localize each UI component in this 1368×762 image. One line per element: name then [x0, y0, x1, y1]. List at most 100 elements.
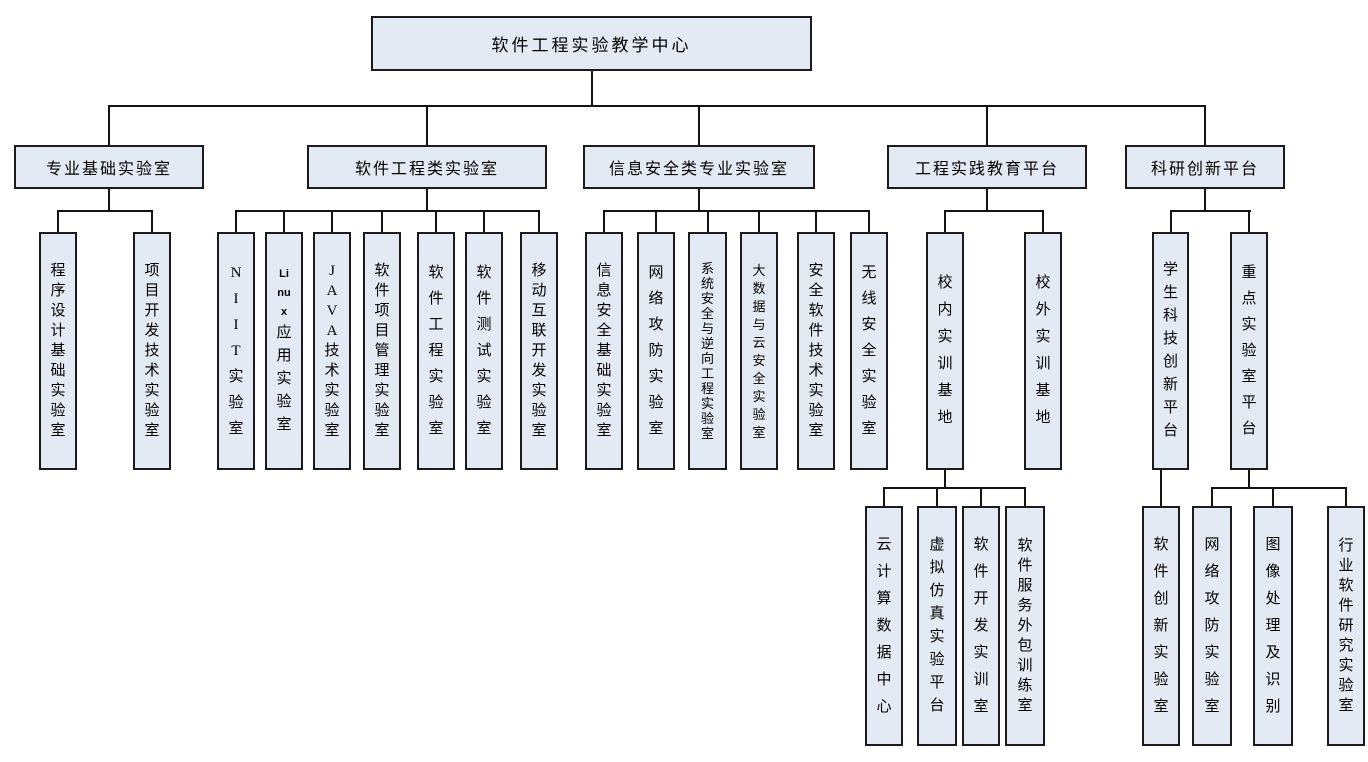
node-label-glyph: 创 — [1162, 354, 1178, 370]
node-security-software-lab: 安全软件技术实验室 — [797, 232, 835, 470]
node-wireless-security-lab: 无线安全实验室 — [850, 232, 888, 470]
node-label-glyph: 术 — [144, 362, 160, 379]
node-label-glyph: 图 — [1265, 536, 1281, 553]
node-label-glyph: 新 — [1153, 617, 1169, 634]
node-label-glyph: 包 — [1017, 637, 1033, 654]
node-label-glyph: 创 — [1153, 590, 1169, 607]
node-label-glyph: 像 — [1265, 563, 1281, 580]
node-label-glyph: 件 — [1338, 597, 1354, 614]
connector-line — [1170, 210, 1251, 212]
node-label-glyph: 据 — [876, 644, 892, 661]
node-label-glyph: 发 — [973, 617, 989, 634]
connector-line — [1272, 487, 1274, 506]
node-label-glyph: 信 — [596, 262, 612, 279]
node-label-glyph: 室 — [1153, 698, 1169, 715]
node-off-campus-training-base: 校外实训基地 — [1024, 232, 1062, 470]
node-label-glyph: 理 — [374, 362, 390, 379]
node-bigdata-cloud-security-lab: 大数据与云安全实验室 — [740, 232, 778, 470]
node-label: 工程实践教育平台 — [914, 161, 1059, 178]
node-project-dev-lab: 项目开发技术实验室 — [133, 232, 171, 470]
node-label-glyph: nu — [277, 287, 291, 299]
node-label-glyph: 室 — [531, 422, 547, 439]
node-label-glyph: 心 — [876, 698, 892, 715]
connector-line — [426, 189, 428, 210]
node-label-glyph: T — [231, 342, 241, 359]
node-student-innovation-platform: 学生科技创新平台 — [1152, 232, 1189, 470]
node-label-glyph: 项 — [374, 302, 390, 319]
node-label-glyph: 技 — [324, 342, 340, 359]
node-label-glyph: 络 — [648, 290, 664, 307]
connector-line — [936, 487, 938, 506]
node-software-eng-labs: 软件工程类实验室 — [307, 145, 547, 189]
node-label-glyph: 计 — [876, 563, 892, 580]
node-label-glyph: 实 — [1241, 316, 1257, 333]
connector-line — [1204, 105, 1206, 145]
node-label-glyph: 验 — [1204, 671, 1220, 688]
node-label-glyph: 开 — [531, 342, 547, 359]
node-label-glyph: 室 — [228, 420, 244, 437]
node-label-glyph: 实 — [1035, 329, 1051, 345]
node-label-glyph: 安 — [700, 291, 714, 306]
node-label-glyph: 点 — [1241, 290, 1257, 307]
node-label-glyph: 序 — [50, 282, 66, 299]
node-label-glyph: 软 — [973, 536, 989, 553]
node-label-glyph: 台 — [1241, 420, 1257, 437]
node-label-glyph: 计 — [50, 322, 66, 339]
node-label-glyph: 实 — [476, 368, 492, 385]
node-label-glyph: 实 — [929, 629, 945, 645]
node-label-glyph: 仿 — [929, 583, 945, 599]
node-label-glyph: 验 — [1338, 677, 1354, 694]
connector-line — [151, 210, 153, 232]
node-label-glyph: 向 — [700, 351, 714, 366]
node-label-glyph: 拟 — [929, 560, 945, 576]
node-label: 软件工程实验教学中心 — [491, 36, 692, 55]
node-network-attack-defense-lab: 网络攻防实验室 — [637, 232, 675, 470]
node-label-glyph: A — [326, 322, 338, 339]
node-label-glyph: 实 — [531, 382, 547, 399]
connector-line — [698, 189, 700, 210]
node-label-glyph: 项 — [144, 262, 160, 279]
node-label-glyph: 术 — [324, 362, 340, 379]
node-label-glyph: 训 — [1035, 356, 1051, 372]
node-label-glyph: 室 — [428, 420, 444, 437]
node-label-glyph: 室 — [1241, 368, 1257, 385]
node-label-glyph: 验 — [276, 394, 292, 410]
connector-line — [381, 210, 383, 232]
connector-line — [1170, 210, 1172, 232]
connector-line — [986, 105, 988, 145]
node-label-glyph: 实 — [596, 382, 612, 399]
node-label-glyph: 息 — [596, 282, 612, 299]
node-label: 专业基础实验室 — [45, 161, 172, 178]
node-label-glyph: 技 — [144, 342, 160, 359]
node-label-glyph: 验 — [476, 394, 492, 411]
connector-line — [108, 189, 110, 210]
node-center: 软件工程实验教学中心 — [371, 16, 812, 71]
node-label-glyph: 实 — [752, 388, 766, 404]
node-label-glyph: 验 — [929, 652, 945, 668]
connector-line — [1345, 487, 1347, 506]
node-label-glyph: 实 — [648, 368, 664, 385]
node-label-glyph: 实 — [700, 396, 714, 411]
node-label-glyph: 实 — [374, 382, 390, 399]
node-label-glyph: 基 — [937, 383, 953, 399]
node-label-glyph: 技 — [1162, 331, 1178, 347]
connector-line — [331, 210, 333, 232]
node-image-processing-lab: 图像处理及识别 — [1253, 506, 1293, 746]
node-label-glyph: 室 — [1338, 697, 1354, 714]
node-software-testing-lab: 软件测试实验室 — [465, 232, 503, 470]
node-key-network-attack-defense-lab: 网络攻防实验室 — [1192, 506, 1232, 746]
node-label-glyph: 中 — [876, 671, 892, 688]
node-label-glyph: 础 — [50, 362, 66, 379]
node-label-glyph: 训 — [973, 671, 989, 688]
node-label-glyph: 全 — [752, 370, 766, 386]
node-label-glyph: 据 — [752, 298, 766, 314]
node-label-glyph: 室 — [50, 422, 66, 439]
node-practice-platform: 工程实践教育平台 — [887, 145, 1087, 189]
node-label-glyph: 平 — [1162, 400, 1178, 416]
connector-line — [815, 210, 817, 232]
node-label-glyph: 校 — [1035, 275, 1051, 291]
node-label-glyph: 校 — [937, 275, 953, 291]
connector-line — [1204, 189, 1206, 210]
node-label-glyph: 件 — [476, 290, 492, 307]
